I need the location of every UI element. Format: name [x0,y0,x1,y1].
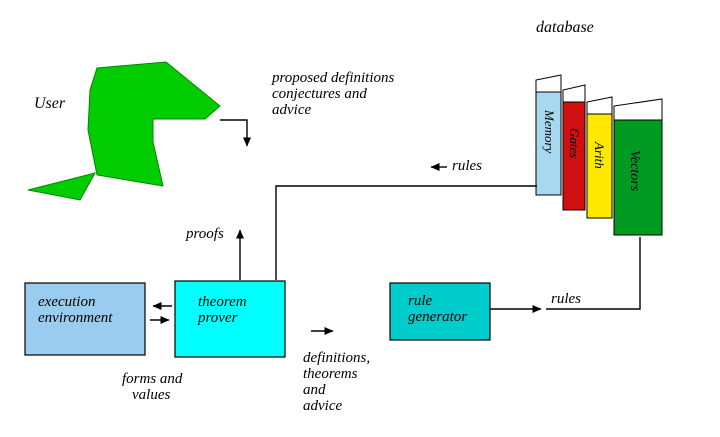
rules-in-label-text: rules [452,158,482,174]
book-vectors-pages [613,98,663,121]
theorem-prover-line-2: prover [198,310,238,326]
execution-environment-label: execution environment [38,294,112,326]
database-label: database [536,20,594,36]
proposed-line-2: conjectures and [272,86,367,102]
book-arith-pages [586,96,613,115]
defs-line-2: theorems [303,366,358,382]
book-gates: Gates [562,84,586,211]
rules-out-label-text: rules [551,291,581,307]
forms-line-2: values [132,387,171,403]
rules-out-label: rules [551,291,581,307]
book-gates-title: Gates [567,128,582,158]
defs-line-4: advice [303,398,343,414]
flow-user-to-prover [220,119,251,147]
rule-generator-line-2: generator [408,309,468,325]
proposed-line-3: advice [272,102,312,118]
rule-generator-line-1: rule [408,293,433,309]
execution-environment-line-1: execution [38,294,96,310]
user-label-text: User [34,95,66,112]
proposed-line-1: proposed definitions [272,70,395,86]
theorem-prover-label: theorem prover [198,294,247,326]
rule-generator-box [389,282,491,341]
book-gates-spine [562,101,586,211]
database-books: Memory Gates Arith Vectors [535,74,663,236]
proofs-label-text: proofs [186,226,224,242]
user-arm-shape [27,172,96,201]
definitions-theorems-label: definitions, theorems and advice [303,350,370,414]
rules-in-label: rules [452,158,482,174]
book-gates-pages [562,84,586,103]
user-label: User [34,96,65,112]
book-arith: Arith [586,96,613,219]
flow-database-to-prover [275,185,537,280]
book-vectors: Vectors [613,98,663,236]
book-memory-pages [535,74,562,93]
flow-generator-to-database [546,237,641,310]
forms-line-1: forms and [122,371,183,387]
book-vectors-cover [613,119,663,236]
theorem-prover-line-1: theorem [198,294,247,310]
book-vectors-title: Vectors [627,150,642,192]
book-arith-title: Arith [592,141,607,169]
book-memory-title: Memory [542,109,557,154]
proofs-label: proofs [186,226,224,242]
user-figure [27,61,221,201]
forms-values-label: forms and values [122,371,182,403]
book-memory-spine [535,91,562,196]
rule-generator-label: rule generator [408,293,467,325]
proposed-definitions-label: proposed definitions conjectures and adv… [272,70,394,118]
execution-environment-line-2: environment [38,310,113,326]
book-arith-spine [586,113,613,219]
execution-environment-box [24,282,146,356]
theorem-prover-box [174,280,286,358]
database-label-text: database [536,19,594,36]
defs-line-1: definitions, [303,350,371,366]
defs-line-3: and [303,382,326,398]
book-memory: Memory [535,74,562,196]
user-body-shape [87,61,221,187]
